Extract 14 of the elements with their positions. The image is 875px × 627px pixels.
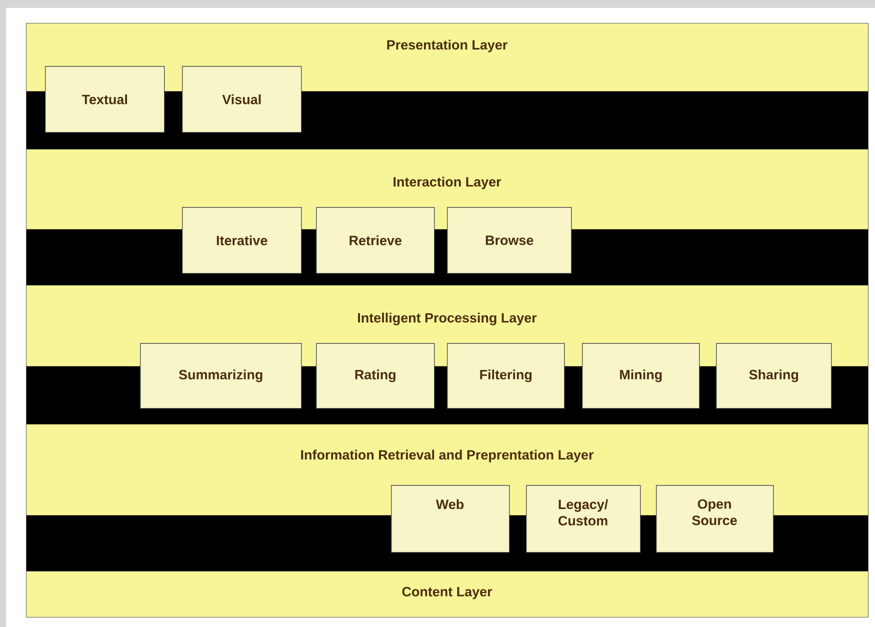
module-box: Open Source: [656, 485, 774, 553]
layer-band: Content Layer: [26, 571, 868, 618]
module-box: Browse: [447, 207, 572, 274]
module-box: Retrieve: [316, 207, 435, 274]
module-box: Mining: [582, 343, 700, 409]
module-box: Textual: [45, 66, 165, 133]
module-box: Visual: [182, 66, 302, 133]
module-box: Sharing: [716, 343, 832, 409]
module-box: Rating: [316, 343, 435, 409]
module-box: Summarizing: [140, 343, 302, 409]
module-box: Legacy/ Custom: [526, 485, 641, 553]
module-box: Web: [391, 485, 510, 553]
module-box: Iterative: [182, 207, 302, 274]
module-box: Filtering: [447, 343, 565, 409]
